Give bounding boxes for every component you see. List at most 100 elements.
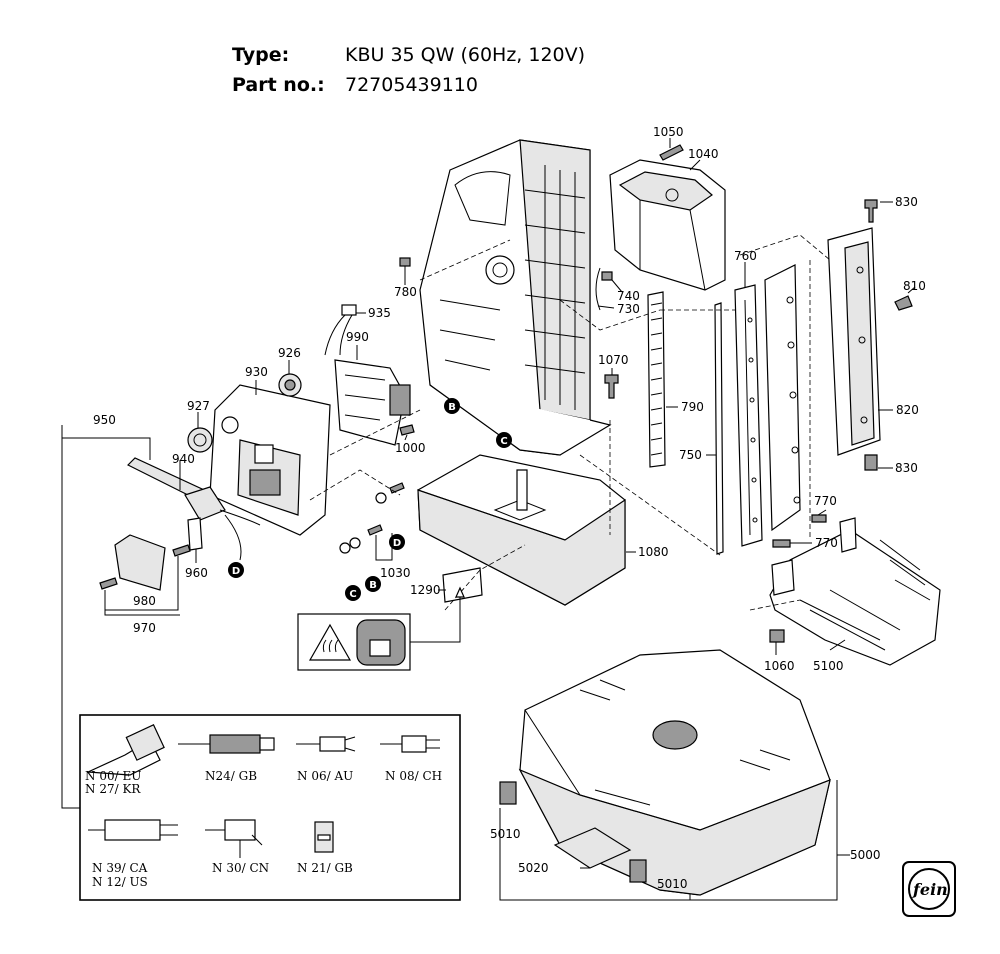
screw-830-top [864, 199, 878, 223]
type-label: Type: [232, 44, 290, 66]
label-770-a: 770 [814, 494, 837, 508]
plug-kr-label: N 27/ KR [85, 782, 141, 796]
gearbox-cover [609, 159, 726, 291]
screw-1000 [399, 424, 415, 436]
terminals-1030 [339, 482, 405, 554]
guide-rail [764, 264, 801, 532]
part-no-label: Part no.: [232, 74, 325, 96]
label-5100: 5100 [813, 659, 844, 673]
label-5010-right: 5010 [657, 877, 688, 891]
power-cable-940 [126, 457, 261, 561]
marker-c-2: C [345, 585, 361, 601]
label-1060: 1060 [764, 659, 795, 673]
magnet-base [417, 454, 626, 606]
label-950: 950 [93, 413, 116, 427]
label-960: 960 [185, 566, 208, 580]
screw-770-b [772, 539, 791, 548]
plug-gb21-icon [314, 821, 334, 853]
label-830-bottom: 830 [895, 461, 918, 475]
plug-eu-icon [87, 723, 165, 776]
plug-variants-box: N 00/ EU N 27/ KR N24/ GB N 06/ AU N 08/… [79, 714, 461, 901]
warning-label-box [297, 586, 465, 671]
switch-housing [209, 384, 331, 536]
chip-guard [769, 517, 941, 666]
label-740: 740 [617, 289, 640, 303]
screw-970 [172, 544, 191, 557]
assembly-lines [309, 234, 831, 611]
magnet-base-icon [356, 619, 406, 666]
spring-730 [595, 267, 601, 311]
label-927: 927 [187, 399, 210, 413]
carrying-case [518, 649, 831, 896]
label-820: 820 [896, 403, 919, 417]
latch-5010-left [499, 781, 517, 805]
svg-text:D: D [232, 566, 240, 577]
plug-gb24-icon [178, 734, 275, 754]
strip-750 [714, 302, 724, 555]
label-990: 990 [346, 330, 369, 344]
plug-780 [399, 257, 411, 267]
label-1290: 1290 [410, 583, 441, 597]
part-number-labels: 1050 1040 830 810 820 830 780 740 730 76… [93, 125, 926, 891]
switch-926 [278, 373, 302, 397]
screw-830-bottom [864, 454, 878, 471]
label-5000: 5000 [850, 848, 881, 862]
label-1050: 1050 [653, 125, 684, 139]
plug-ch-icon [380, 735, 440, 753]
svg-text:D: D [393, 538, 401, 549]
slide-760 [734, 284, 763, 547]
svg-text:B: B [369, 580, 377, 591]
fein-logo-icon: fein [902, 861, 956, 917]
label-760: 760 [734, 249, 757, 263]
plug-eu-label: N 00/ EU [85, 769, 141, 783]
label-1030: 1030 [380, 566, 411, 580]
type-value: KBU 35 QW (60Hz, 120V) [345, 44, 586, 66]
plug-au-icon [296, 736, 356, 752]
label-5020: 5020 [518, 861, 549, 875]
svg-text:C: C [500, 436, 507, 447]
leader-lines [61, 138, 916, 901]
screw-770-a [811, 514, 827, 523]
knob-927 [187, 427, 213, 453]
plug-cn-label: N 30/ CN [212, 861, 269, 875]
column-housing [419, 139, 612, 456]
manual-5020 [553, 827, 632, 869]
label-926: 926 [278, 346, 301, 360]
label-1000: 1000 [395, 441, 426, 455]
electronics-990 [334, 359, 411, 446]
plug-ch-label: N 08/ CH [385, 769, 442, 783]
connector-935 [324, 304, 357, 356]
label-1290 [442, 567, 483, 603]
screw-980 [99, 577, 118, 590]
latch-5010-right [629, 859, 647, 883]
svg-text:B: B [448, 402, 456, 413]
label-940: 940 [172, 452, 195, 466]
screw-1070 [604, 374, 619, 399]
label-930: 930 [245, 365, 268, 379]
cable-clamp-960 [187, 517, 203, 551]
marker-b-2: B [365, 576, 381, 592]
screw-810 [894, 295, 913, 311]
label-1040: 1040 [688, 147, 719, 161]
cover-980 [114, 534, 166, 591]
plug-au-label: N 06/ AU [297, 769, 353, 783]
label-770-b: 770 [815, 536, 838, 550]
rack-790 [647, 291, 666, 468]
plug-gb21-label: N 21/ GB [297, 861, 353, 875]
screw-740 [601, 271, 613, 281]
marker-b-1: B [444, 398, 460, 414]
label-5010-left: 5010 [490, 827, 521, 841]
plug-gb24-label: N24/ GB [205, 769, 257, 783]
plug-us-icon [88, 819, 178, 841]
marker-c-1: C [496, 432, 512, 448]
plug-us-label: N 12/ US [92, 875, 148, 889]
screw-1050 [659, 144, 684, 161]
label-970: 970 [133, 621, 156, 635]
hot-surface-icon [308, 623, 352, 661]
plug-cn-icon [205, 819, 263, 858]
label-1070: 1070 [598, 353, 629, 367]
marker-d-1: D [228, 562, 244, 578]
svg-text:fein: fein [912, 880, 948, 899]
label-810: 810 [903, 279, 926, 293]
